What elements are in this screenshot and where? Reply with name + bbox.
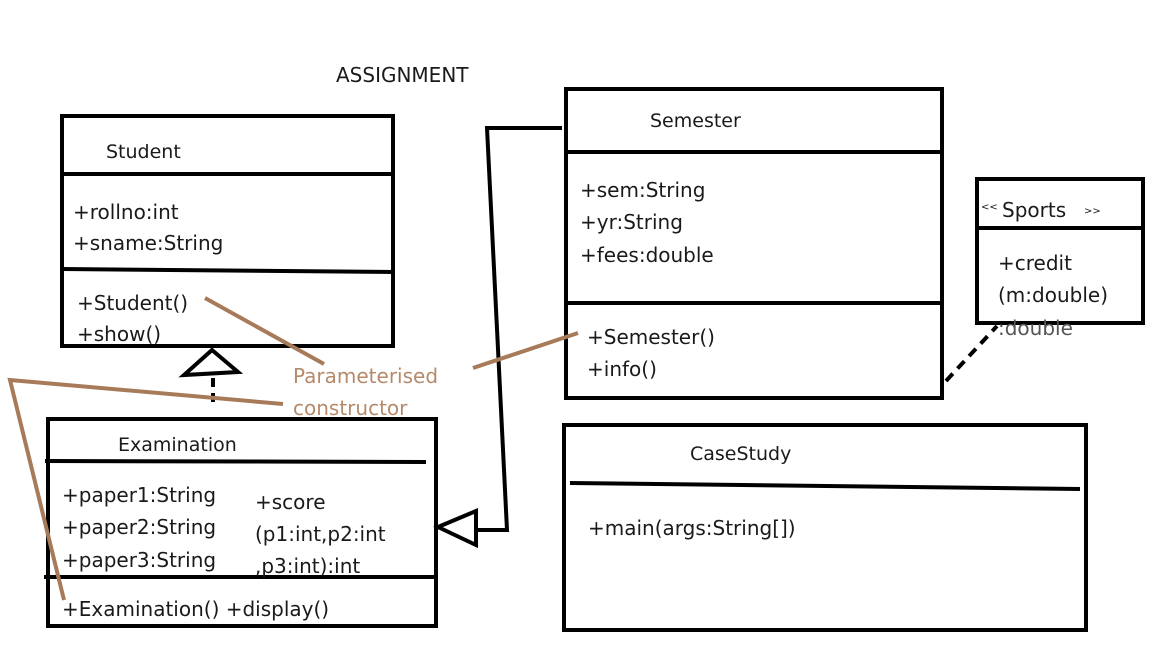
casestudy-method-main: +main(args:String[]) <box>588 516 796 540</box>
sports-stereotype-open: << <box>981 202 998 213</box>
sports-method-return: :double <box>998 316 1073 340</box>
examination-class-box[interactable] <box>44 417 438 628</box>
semester-class-box[interactable] <box>564 87 944 400</box>
semester-attr-yr: +yr:String <box>580 210 683 234</box>
student-attr-rollno: +rollno:int <box>73 200 179 224</box>
student-class-box[interactable] <box>60 114 396 348</box>
sports-method-credit: +credit <box>998 251 1072 275</box>
semester-attr-sem: +sem:String <box>580 178 706 202</box>
semester-class-name: Semester <box>650 110 741 132</box>
student-attr-sname: +sname:String <box>73 231 224 255</box>
examination-score-line1: +score <box>255 490 326 514</box>
examination-methods-row: +Examination() +display() <box>62 597 330 621</box>
semester-sports-dashed-link <box>944 324 999 383</box>
examination-attr-paper2: +paper2:String <box>62 515 217 539</box>
semester-method-constructor: +Semester() <box>587 325 715 349</box>
casestudy-class-name: CaseStudy <box>690 443 792 465</box>
sports-stereotype-close: >> <box>1084 206 1101 217</box>
examination-attr-paper1: +paper1:String <box>62 483 217 507</box>
annotation-pointer-lines <box>7 296 579 601</box>
semester-method-info: +info() <box>587 357 657 381</box>
student-class-name: Student <box>106 141 181 163</box>
semester-attr-fees: +fees:double <box>580 243 714 267</box>
diagram-title: ASSIGNMENT <box>336 63 469 87</box>
sports-class-name: Sports <box>1002 198 1067 222</box>
semester-examination-link <box>433 126 562 549</box>
examination-score-line3: ,p3:int):int <box>255 554 361 578</box>
annotation-text-line1: Parameterised <box>293 364 439 388</box>
casestudy-class-box[interactable] <box>562 423 1088 632</box>
annotation-text-line2: constructor <box>293 396 408 420</box>
student-method-constructor: +Student() <box>77 291 189 315</box>
sports-method-params: (m:double) <box>998 283 1108 307</box>
student-method-show: +show() <box>77 322 162 346</box>
examination-class-name: Examination <box>118 434 237 456</box>
sports-class-box[interactable] <box>975 177 1145 325</box>
examination-attr-paper3: +paper3:String <box>62 548 217 572</box>
examination-score-line2: (p1:int,p2:int <box>255 522 386 546</box>
